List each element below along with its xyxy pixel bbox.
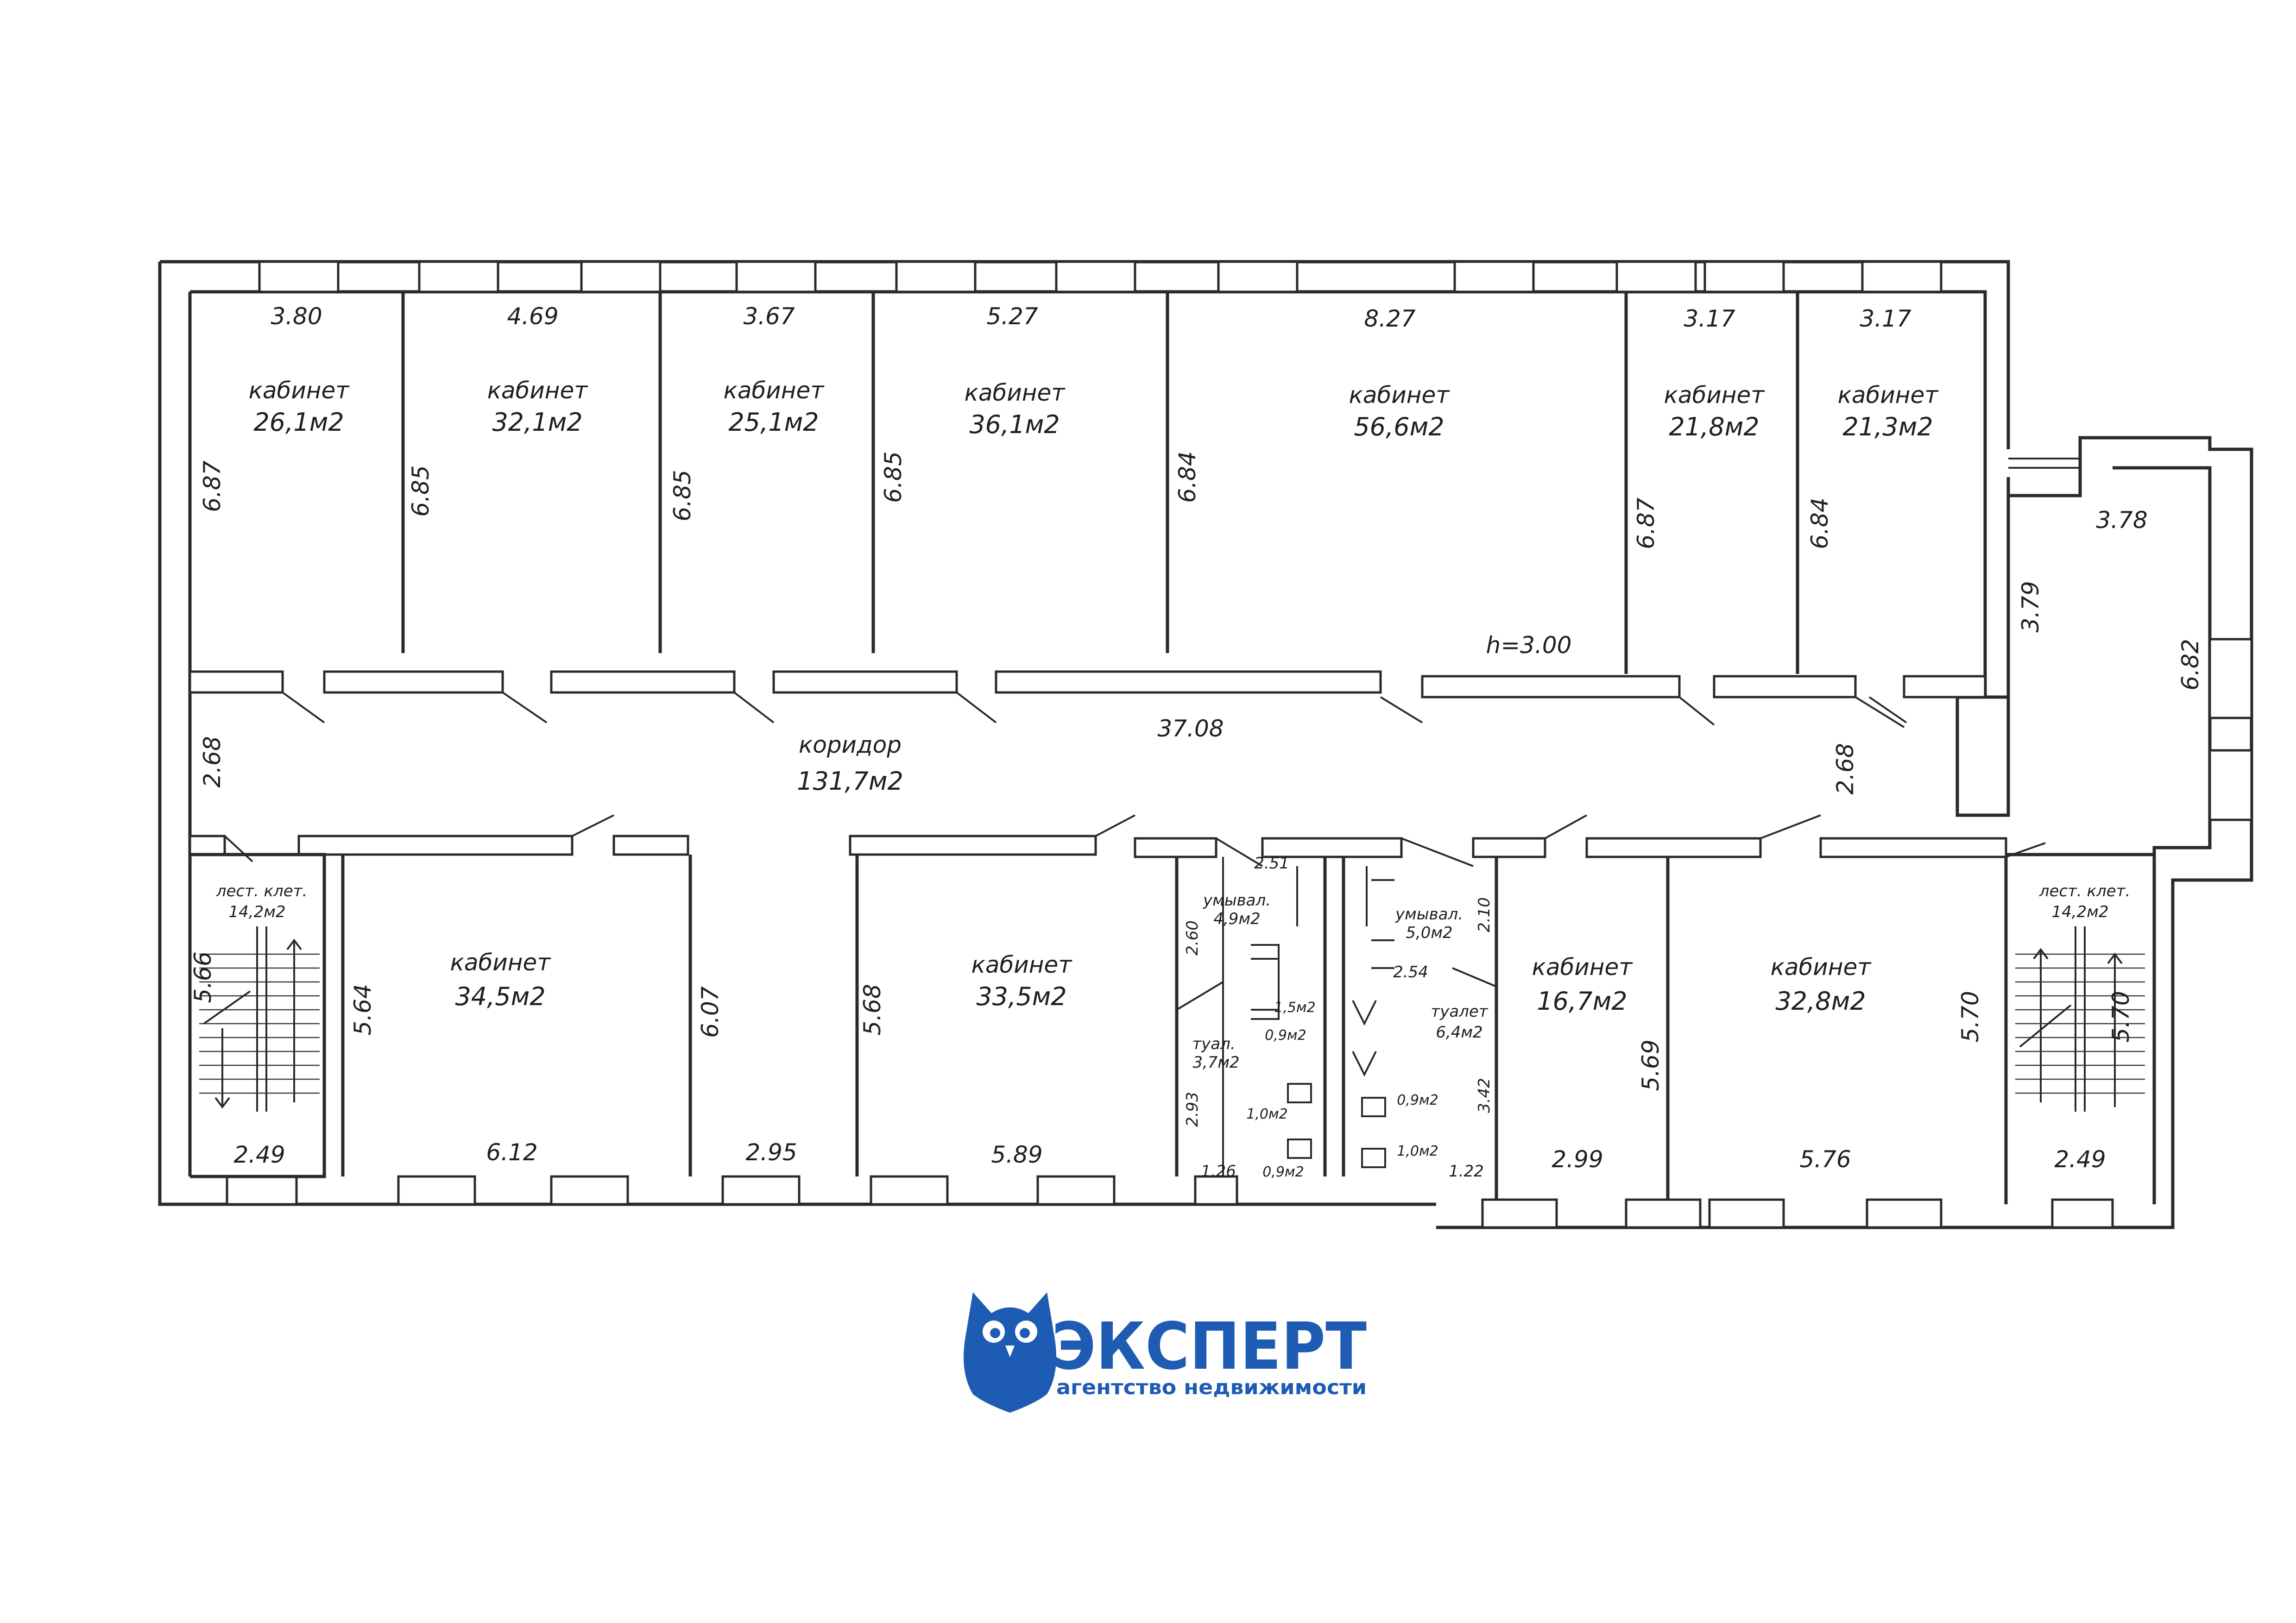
logo-name: ЭКСПЕРТ <box>1052 1309 1367 1384</box>
dimension-label: 6.87 <box>1633 497 1659 549</box>
agency-logo: ЭКСПЕРТ агентство недвижимости <box>964 1292 1367 1413</box>
dimension-label: 6.85 <box>880 451 907 503</box>
dimension-label: 3.17 <box>1684 305 1735 332</box>
dimension-label: 2.60 <box>1183 920 1202 956</box>
cubicle-area: 0,9м2 <box>1397 1092 1438 1108</box>
owl-icon <box>964 1292 1056 1413</box>
toilet-1-name: туал. <box>1192 1035 1235 1053</box>
dimension-label: 2.51 <box>1254 854 1289 873</box>
logo-tagline: агентство недвижимости <box>1056 1376 1367 1399</box>
room-5-area: 56,6м2 <box>1354 412 1444 441</box>
toilet-2-area: 6,4м2 <box>1436 1023 1482 1042</box>
dimension-label: 3.80 <box>271 303 322 330</box>
cubicle-area: 0,9м2 <box>1262 1164 1304 1180</box>
room-labels: кабинет 26,1м2 кабинет 32,1м2 кабинет 25… <box>216 377 2131 1180</box>
room-7-area: 21,3м2 <box>1842 412 1933 441</box>
dimension-label: 37.08 <box>1157 715 1224 742</box>
doors <box>224 692 2046 1011</box>
room-9-area: 33,5м2 <box>976 982 1066 1011</box>
washroom-2-name: умывал. <box>1395 905 1463 924</box>
room-11-name: кабинет <box>1771 954 1872 981</box>
ceiling-height: h=3.00 <box>1486 632 1572 659</box>
room-3-area: 25,1м2 <box>728 408 819 437</box>
dimension-label: 2.68 <box>1832 743 1859 794</box>
room-6-name: кабинет <box>1664 382 1766 409</box>
stair-right-name: лест. клет. <box>2039 882 2131 900</box>
dimension-label: 5.70 <box>1957 991 1984 1042</box>
dimension-label: 1.26 <box>1201 1162 1236 1181</box>
room-10-name: кабинет <box>1532 954 1634 981</box>
room-1-area: 26,1м2 <box>253 408 344 437</box>
dimension-label: 8.27 <box>1364 305 1416 332</box>
room-1-name: кабинет <box>249 377 350 404</box>
dimension-label: 3.79 <box>2017 581 2044 632</box>
cubicle-area: 0,9м2 <box>1265 1027 1306 1044</box>
dimension-label: 5.76 <box>1799 1146 1851 1173</box>
dimension-label: 5.89 <box>991 1141 1042 1168</box>
washroom-1-area: 4,9м2 <box>1213 910 1260 928</box>
dimension-label: 6.85 <box>407 465 434 516</box>
dimension-label: 6.84 <box>1174 451 1201 503</box>
dimension-label: 3.42 <box>1475 1078 1494 1113</box>
corridor-area: 131,7м2 <box>797 767 903 796</box>
washroom-2-area: 5,0м2 <box>1406 924 1452 942</box>
dimension-label: 6.82 <box>2177 639 2204 690</box>
stairs-right <box>2015 926 2145 1112</box>
dimension-label: 2.49 <box>233 1141 285 1168</box>
room-2-name: кабинет <box>487 377 589 404</box>
dimension-label: 5.68 <box>859 984 886 1035</box>
dimension-label: 2.99 <box>1552 1146 1603 1173</box>
cubicle-area: 1,0м2 <box>1397 1143 1438 1159</box>
cubicle-area: 1,0м2 <box>1246 1106 1287 1122</box>
dimension-label: 2.93 <box>1183 1092 1202 1127</box>
dimension-label: 6.12 <box>486 1139 537 1166</box>
dimension-label: 6.87 <box>199 460 226 512</box>
cubicle-area: 1,5м2 <box>1274 1000 1315 1016</box>
stair-right-area: 14,2м2 <box>2052 903 2109 921</box>
room-8-area: 34,5м2 <box>455 982 545 1011</box>
room-10-area: 16,7м2 <box>1537 987 1627 1016</box>
washroom-1-name: умывал. <box>1203 891 1271 910</box>
sanitary-fixtures <box>1251 879 1394 1168</box>
dimension-label: 2.54 <box>1393 963 1428 981</box>
dimension-label: 6.85 <box>669 470 696 521</box>
room-7-name: кабинет <box>1838 382 1939 409</box>
room-8-name: кабинет <box>450 949 552 976</box>
dimension-label: 5.70 <box>2107 991 2134 1042</box>
toilet-2-name: туалет <box>1431 1002 1488 1021</box>
dimension-label: 2.95 <box>745 1139 797 1166</box>
dimension-label: 3.78 <box>2096 507 2147 534</box>
stair-left-area: 14,2м2 <box>229 903 286 921</box>
stair-left-name: лест. клет. <box>216 882 308 900</box>
dimension-label: 3.67 <box>743 303 795 330</box>
room-4-area: 36,1м2 <box>969 410 1060 439</box>
dimension-label: 5.27 <box>986 303 1038 330</box>
dimension-label: 3.17 <box>1860 305 1911 332</box>
room-3-name: кабинет <box>724 377 825 404</box>
stairs-left <box>199 926 320 1112</box>
toilet-1-area: 3,7м2 <box>1192 1053 1239 1072</box>
dimension-label: 5.66 <box>189 951 216 1003</box>
dimension-label: 6.07 <box>697 986 724 1038</box>
dimension-label: 5.64 <box>349 984 376 1035</box>
room-6-area: 21,8м2 <box>1669 412 1759 441</box>
dimension-label: 5.69 <box>1637 1039 1664 1091</box>
dimension-label: 2.10 <box>1475 897 1494 932</box>
dimension-label: 6.84 <box>1806 497 1833 549</box>
partitions <box>189 292 2154 1204</box>
dimension-label: 1.22 <box>1449 1162 1484 1181</box>
room-11-area: 32,8м2 <box>1775 987 1866 1016</box>
room-2-area: 32,1м2 <box>492 408 582 437</box>
room-9-name: кабинет <box>971 951 1073 978</box>
room-4-name: кабинет <box>965 379 1066 406</box>
room-5-name: кабинет <box>1349 382 1451 409</box>
dimension-label: 2.68 <box>199 736 226 787</box>
dimensions: 3.80 4.69 3.67 5.27 8.27 3.17 3.17 6.87 … <box>189 303 2204 1181</box>
dimension-label: 2.49 <box>2054 1146 2106 1173</box>
windows <box>226 260 2253 1229</box>
dimension-label: 4.69 <box>507 303 558 330</box>
corridor-name: коридор <box>799 731 902 758</box>
